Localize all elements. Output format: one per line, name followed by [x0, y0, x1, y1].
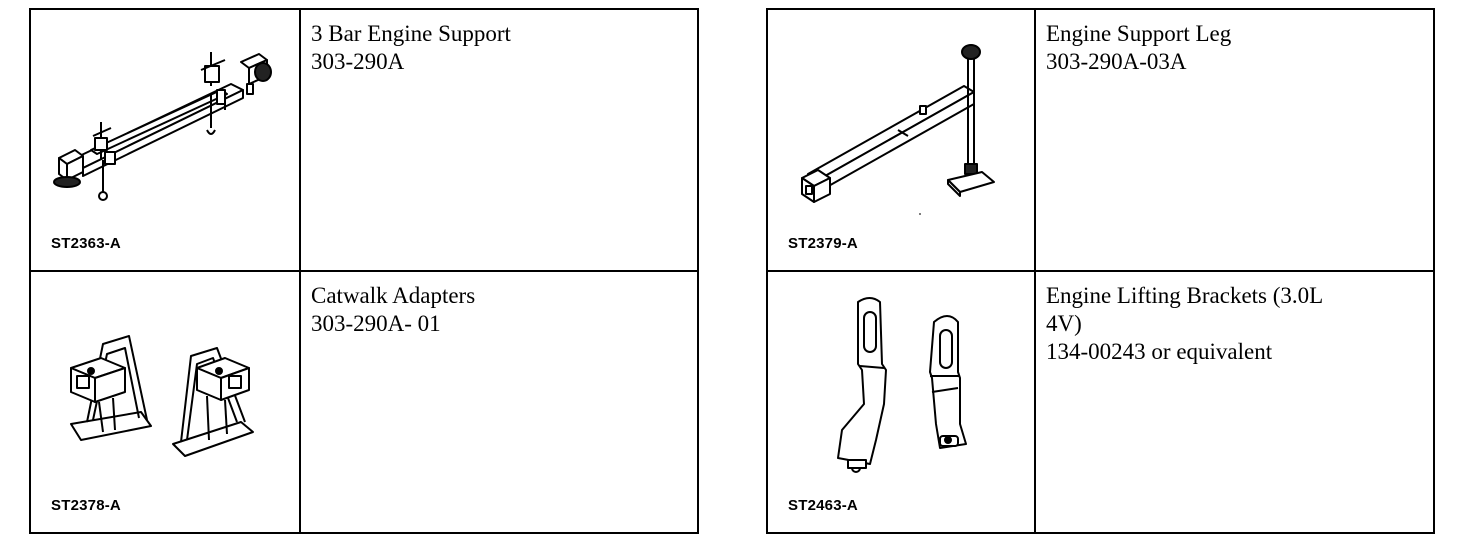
tool-name: 3 Bar Engine Support [311, 21, 511, 46]
tool-image-code: ST2379-A [788, 235, 858, 252]
tool-part-number: 303-290A-03A [1046, 49, 1187, 74]
table-row: ST2463-A Engine Lifting Brackets (3.0L 4… [766, 270, 1435, 534]
tool-image-cell: ST2363-A [29, 8, 301, 272]
special-tools-table-right: ST2379-A Engine Support Leg 303-290A-03A [766, 8, 1435, 534]
tool-image-cell: ST2463-A [766, 270, 1036, 534]
tool-description-cell: Catwalk Adapters 303-290A- 01 [299, 270, 699, 534]
tool-name: Engine Support Leg [1046, 21, 1232, 46]
table-row: ST2363-A 3 Bar Engine Support 303-290A [29, 8, 699, 272]
engine-lifting-brackets-icon [837, 297, 967, 473]
tool-part-number: 134-00243 or equivalent [1046, 339, 1273, 364]
tool-part-number: 303-290A- 01 [311, 311, 441, 336]
tool-description-cell: Engine Support Leg 303-290A-03A [919, 8, 1435, 272]
table-row: ST2379-A Engine Support Leg 303-290A-03A [766, 8, 1435, 272]
tool-image-cell: ST2378-A [29, 270, 301, 534]
tool-image-code: ST2378-A [51, 497, 121, 514]
tool-image-code: ST2463-A [788, 497, 858, 514]
catwalk-adapters-icon [70, 335, 254, 457]
three-bar-engine-support-icon [53, 52, 272, 201]
tool-part-number: 303-290A [311, 49, 405, 74]
tool-image-cell: ST2379-A [766, 8, 1036, 272]
engine-support-leg-icon [801, 44, 995, 203]
scan-speck [919, 213, 921, 215]
tool-image-code: ST2363-A [51, 235, 121, 252]
tool-name-line-1: Engine Lifting Brackets (3.0L [1046, 283, 1324, 308]
special-tools-table-left: ST2363-A 3 Bar Engine Support 303-290A [29, 8, 699, 534]
tool-description-cell: 3 Bar Engine Support 303-290A [299, 8, 699, 272]
table-row: ST2378-A Catwalk Adapters 303-290A- 01 [29, 270, 699, 534]
tool-name: Catwalk Adapters [311, 283, 476, 308]
tool-name-line-2: 4V) [1046, 311, 1082, 336]
tool-description-cell: Engine Lifting Brackets (3.0L 4V) 134-00… [1034, 270, 1435, 534]
